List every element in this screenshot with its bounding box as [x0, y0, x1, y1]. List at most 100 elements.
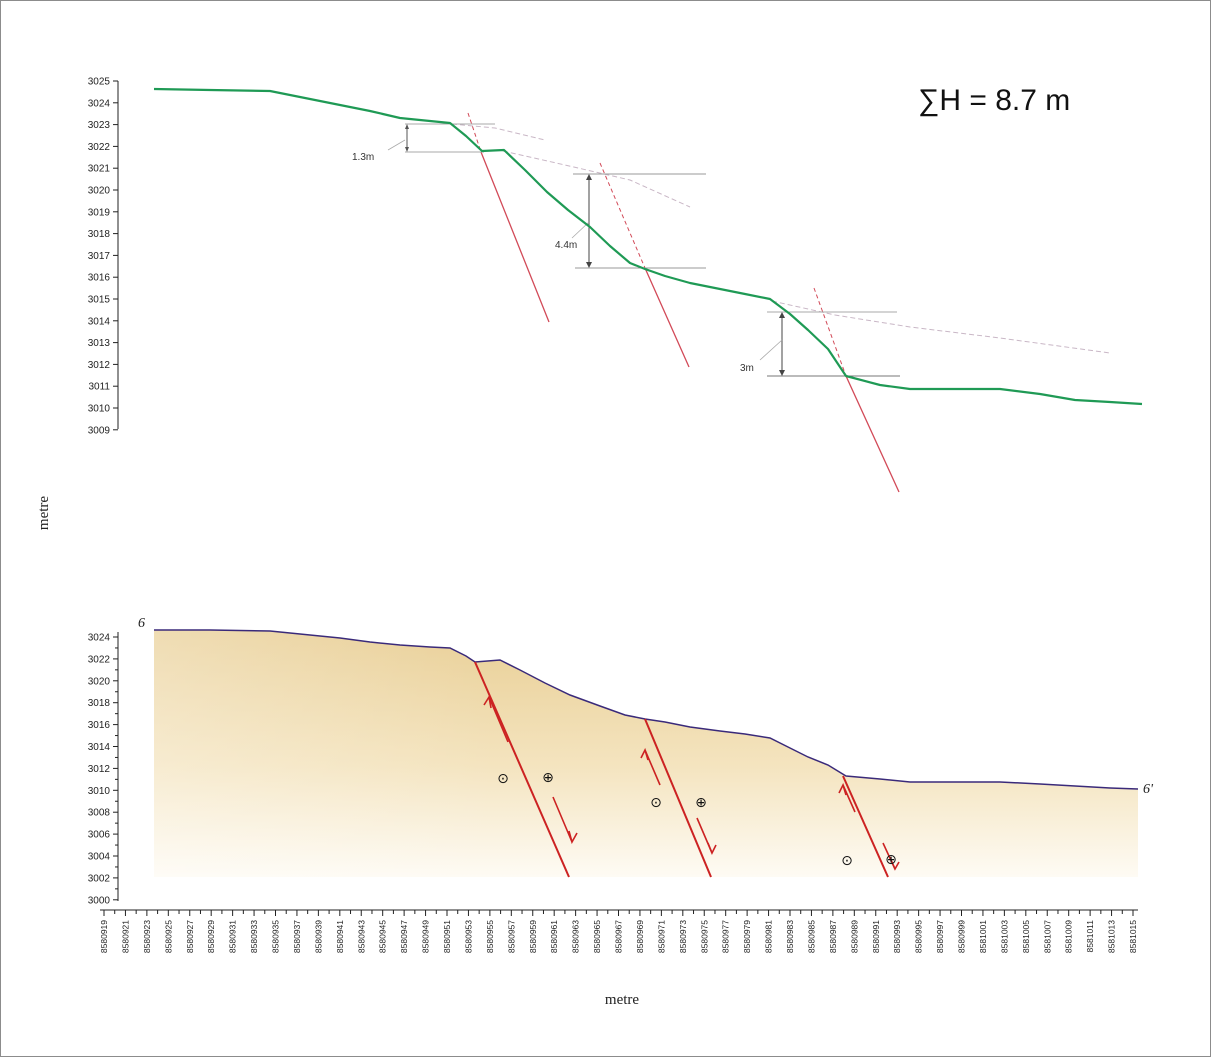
- projected-surface-2: [502, 150, 691, 208]
- x-tick-label: 8580979: [742, 920, 752, 953]
- x-tick-label: 8581007: [1042, 920, 1052, 953]
- upper-y-tick-label: 3015: [88, 295, 111, 306]
- x-tick-label: 8580947: [399, 920, 409, 953]
- offset-2-arrow-down: [586, 262, 592, 268]
- x-tick-label: 8580993: [892, 920, 902, 953]
- fault-2-down-arrow-head: [707, 842, 717, 855]
- offset-2-label: 4.4m: [555, 240, 577, 251]
- lower-y-tick-label: 3016: [88, 720, 111, 731]
- x-tick-label: 8580941: [335, 920, 345, 953]
- upper-y-tick-label: 3009: [88, 425, 111, 436]
- offset-1-arrow-down: [405, 147, 409, 152]
- x-tick-label: 8580933: [249, 920, 259, 953]
- x-tick-label: 8580925: [163, 920, 173, 953]
- x-tick-label: 8581011: [1085, 920, 1095, 953]
- x-tick-label: 8581015: [1128, 920, 1138, 953]
- lower-y-tick-label: 3006: [88, 830, 111, 841]
- fault-1-down-arrow-head: [568, 830, 578, 845]
- x-tick-label: 8580935: [271, 920, 281, 953]
- lower-y-tick-label: 3010: [88, 786, 111, 797]
- projected-surfaces: [451, 123, 1111, 354]
- x-tick-label: 8580955: [485, 920, 495, 953]
- topographic-profile-line: [153, 87, 1143, 406]
- fault-3-in-symbol: ⊕: [885, 852, 897, 868]
- x-tick-label: 8580959: [528, 920, 538, 953]
- x-tick-label: 8580989: [849, 920, 859, 953]
- x-axis-title: metre: [605, 992, 639, 1008]
- x-tick-label: 8580937: [292, 920, 302, 953]
- fault-3-up-arrow-head: [838, 782, 847, 796]
- upper-y-tick-label: 3017: [88, 251, 111, 262]
- x-tick-label: 8580919: [99, 920, 109, 953]
- section-fault-2: [644, 718, 712, 878]
- fault-2-up-arrow-head: [640, 747, 649, 761]
- fault-1-out-symbol: ⊙: [497, 771, 509, 787]
- fault-1-in-symbol: ⊕: [542, 770, 554, 786]
- slip-arrows: [483, 694, 900, 871]
- x-tick-label: 8580957: [506, 920, 516, 953]
- upper-y-tick-label: 3024: [88, 98, 111, 109]
- fault-line-1-trace: [480, 151, 550, 323]
- upper-y-tick-label: 3016: [88, 273, 111, 284]
- x-tick-label: 8581001: [978, 920, 988, 953]
- upper-y-tick-label: 3023: [88, 120, 111, 131]
- upper-y-tick-label: 3018: [88, 229, 111, 240]
- x-tick-label: 8580943: [356, 920, 366, 953]
- x-tick-label: 8580991: [871, 920, 881, 953]
- upper-y-tick-label: 3019: [88, 207, 111, 218]
- upper-faults: [467, 112, 900, 493]
- x-tick-label: 8580953: [463, 920, 473, 953]
- x-tick-label: 8580977: [721, 920, 731, 953]
- x-tick-label: 8581005: [1021, 920, 1031, 953]
- offset-2-arrow-up: [586, 174, 592, 180]
- x-tick-label: 8580981: [764, 920, 774, 953]
- x-tick-label: 8580983: [785, 920, 795, 953]
- lower-y-tick-label: 3008: [88, 808, 111, 819]
- fault-3-down-arrow-head: [890, 859, 900, 871]
- upper-y-tick-label: 3011: [88, 382, 110, 393]
- offset-3-arrow-up: [779, 312, 785, 318]
- x-tick-label: 8580949: [421, 920, 431, 953]
- offset-1-arrow-up: [405, 124, 409, 129]
- fault-line-1: [467, 112, 482, 153]
- x-tick-label: 8580923: [142, 920, 152, 953]
- x-tick-label: 8580951: [442, 920, 452, 953]
- fault-1-up-arrow-head: [483, 694, 492, 709]
- x-tick-label: 8580969: [635, 920, 645, 953]
- lower-y-tick-label: 3020: [88, 676, 111, 687]
- upper-y-tick-label: 3013: [88, 338, 111, 349]
- x-tick-label: 8581013: [1107, 920, 1117, 953]
- y-axis-title: metre: [36, 496, 52, 530]
- lower-y-tick-label: 3022: [88, 654, 111, 665]
- x-tick-label: 8580995: [914, 920, 924, 953]
- x-tick-label: 8580965: [592, 920, 602, 953]
- upper-y-tick-label: 3012: [88, 360, 111, 371]
- lower-y-tick-label: 3018: [88, 698, 111, 709]
- offset-3-leader: [759, 339, 783, 361]
- upper-y-tick-label: 3021: [88, 164, 111, 175]
- lower-y-tick-label: 3014: [88, 742, 111, 753]
- total-displacement-label: ∑H = 8.7 m: [918, 84, 1070, 117]
- x-tick-label: 8581003: [999, 920, 1009, 953]
- x-tick-label: 8580987: [828, 920, 838, 953]
- x-tick-label: 8580997: [935, 920, 945, 953]
- section-end-label: 6': [1143, 782, 1154, 797]
- offset-3-label: 3m: [740, 363, 754, 374]
- x-tick-label: 8580967: [614, 920, 624, 953]
- x-tick-label: 8580945: [378, 920, 388, 953]
- section-faults: [474, 661, 889, 878]
- upper-profile-panel: 3025302430233022302130203019301830173016…: [88, 77, 1143, 493]
- fault-line-2: [599, 162, 646, 269]
- lower-y-tick-label: 3002: [88, 873, 111, 884]
- lower-y-tick-label: 3024: [88, 633, 111, 644]
- upper-y-tick-label: 3014: [88, 316, 111, 327]
- x-tick-label: 8580927: [185, 920, 195, 953]
- offset-3-arrow-down: [779, 370, 785, 376]
- lower-y-tick-label: 3000: [88, 895, 111, 906]
- upper-y-tick-label: 3010: [88, 404, 111, 415]
- lower-y-axis: 3024302230203018301630143012301030083006…: [88, 632, 119, 906]
- fault-line-3: [813, 287, 847, 377]
- lower-section-panel: 6 6' ⊙ ⊕ ⊙ ⊕ ⊙: [88, 616, 1154, 953]
- section-start-label: 6: [138, 616, 145, 631]
